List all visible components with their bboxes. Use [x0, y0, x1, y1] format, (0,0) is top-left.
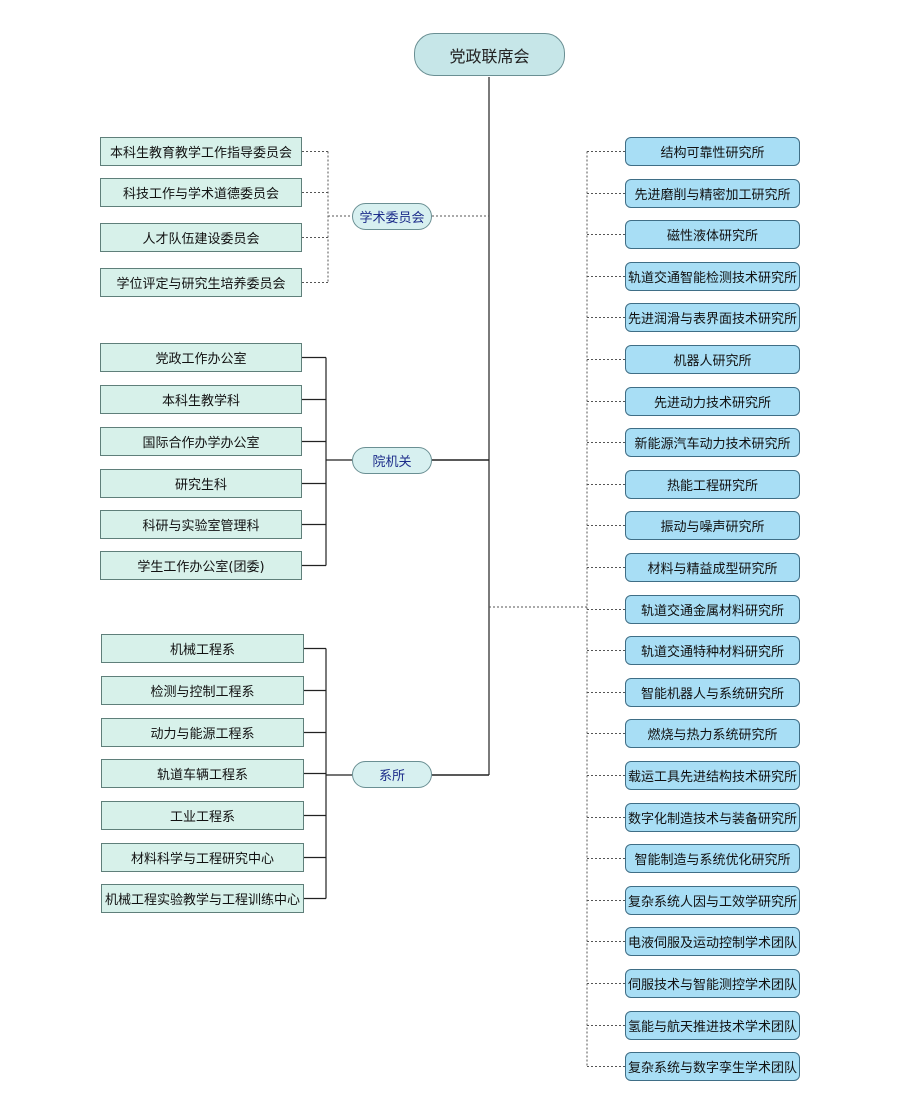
office-box-label: 学生工作办公室(团委) — [137, 560, 265, 575]
institute-box-16: 载运工具先进结构技术研究所 — [625, 761, 800, 790]
institute-box-label: 轨道交通特种材料研究所 — [640, 645, 784, 660]
department-box-label: 机械工程系 — [169, 643, 235, 658]
institute-box-label: 数字化制造技术与装备研究所 — [627, 812, 797, 827]
institute-box-label: 先进润滑与表界面技术研究所 — [627, 312, 797, 327]
department-box-label: 工业工程系 — [169, 810, 235, 825]
department-box-label: 动力与能源工程系 — [150, 727, 255, 742]
institute-box-9: 热能工程研究所 — [625, 470, 800, 499]
office-box-label: 科研与实验室管理科 — [142, 519, 260, 534]
department-box-4: 轨道车辆工程系 — [101, 759, 304, 788]
institute-box-14: 智能机器人与系统研究所 — [625, 678, 800, 707]
institute-box-label: 振动与噪声研究所 — [660, 520, 765, 535]
department-box-3: 动力与能源工程系 — [101, 718, 304, 747]
institute-box-label: 先进磨削与精密加工研究所 — [634, 188, 791, 203]
committee-box-3: 人才队伍建设委员会 — [100, 223, 302, 252]
hub-admin-label: 院机关 — [372, 455, 412, 470]
institute-box-12: 轨道交通金属材料研究所 — [625, 595, 800, 624]
committee-box-label: 学位评定与研究生培养委员会 — [116, 277, 286, 292]
institute-box-label: 载运工具先进结构技术研究所 — [627, 770, 797, 785]
hub-dept-label: 系所 — [378, 769, 405, 784]
office-box-3: 国际合作办学办公室 — [100, 427, 302, 456]
root-node-joint-meeting: 党政联席会 — [414, 33, 565, 76]
hub-departments: 系所 — [352, 761, 432, 788]
department-box-6: 材料科学与工程研究中心 — [101, 843, 304, 872]
office-box-1: 党政工作办公室 — [100, 343, 302, 372]
office-box-5: 科研与实验室管理科 — [100, 510, 302, 539]
committee-box-4: 学位评定与研究生培养委员会 — [100, 268, 302, 297]
hub-academic-committee: 学术委员会 — [352, 203, 432, 230]
office-box-label: 研究生科 — [174, 478, 227, 493]
institute-box-label: 先进动力技术研究所 — [653, 396, 771, 411]
institute-box-label: 结构可靠性研究所 — [660, 146, 765, 161]
office-box-label: 党政工作办公室 — [155, 352, 247, 367]
institute-box-label: 氢能与航天推进技术学术团队 — [627, 1020, 797, 1035]
institute-box-19: 复杂系统人因与工效学研究所 — [625, 886, 800, 915]
institute-box-17: 数字化制造技术与装备研究所 — [625, 803, 800, 832]
institute-box-6: 机器人研究所 — [625, 345, 800, 374]
committee-box-label: 本科生教育教学工作指导委员会 — [109, 146, 292, 161]
institute-box-label: 轨道交通金属材料研究所 — [640, 604, 784, 619]
institute-box-label: 磁性液体研究所 — [666, 229, 758, 244]
department-box-7: 机械工程实验教学与工程训练中心 — [101, 884, 304, 913]
institute-box-label: 机器人研究所 — [673, 354, 752, 369]
institute-box-label: 复杂系统人因与工效学研究所 — [627, 895, 797, 910]
institute-box-8: 新能源汽车动力技术研究所 — [625, 428, 800, 457]
institute-box-18: 智能制造与系统优化研究所 — [625, 844, 800, 873]
institute-box-label: 伺服技术与智能测控学术团队 — [627, 978, 797, 993]
institute-box-23: 复杂系统与数字孪生学术团队 — [625, 1052, 800, 1081]
office-box-label: 国际合作办学办公室 — [142, 436, 260, 451]
institute-box-15: 燃烧与热力系统研究所 — [625, 719, 800, 748]
institute-box-10: 振动与噪声研究所 — [625, 511, 800, 540]
institute-box-1: 结构可靠性研究所 — [625, 137, 800, 166]
institute-box-label: 电液伺服及运动控制学术团队 — [627, 936, 797, 951]
institute-box-22: 氢能与航天推进技术学术团队 — [625, 1011, 800, 1040]
institute-box-label: 热能工程研究所 — [666, 479, 758, 494]
department-box-label: 材料科学与工程研究中心 — [130, 852, 274, 867]
institute-box-13: 轨道交通特种材料研究所 — [625, 636, 800, 665]
office-box-label: 本科生教学科 — [161, 394, 240, 409]
institute-box-label: 新能源汽车动力技术研究所 — [634, 437, 791, 452]
department-box-label: 轨道车辆工程系 — [156, 768, 248, 783]
institute-box-7: 先进动力技术研究所 — [625, 387, 800, 416]
institute-box-2: 先进磨削与精密加工研究所 — [625, 179, 800, 208]
hub-academic-label: 学术委员会 — [359, 211, 425, 226]
hub-college-office: 院机关 — [352, 447, 432, 474]
institute-box-label: 智能制造与系统优化研究所 — [634, 853, 791, 868]
office-box-4: 研究生科 — [100, 469, 302, 498]
committee-box-1: 本科生教育教学工作指导委员会 — [100, 137, 302, 166]
institute-box-20: 电液伺服及运动控制学术团队 — [625, 927, 800, 956]
department-box-1: 机械工程系 — [101, 634, 304, 663]
institute-box-21: 伺服技术与智能测控学术团队 — [625, 969, 800, 998]
institute-box-label: 轨道交通智能检测技术研究所 — [627, 271, 797, 286]
root-label: 党政联席会 — [449, 46, 530, 66]
institute-box-label: 材料与精益成型研究所 — [647, 562, 778, 577]
institute-box-11: 材料与精益成型研究所 — [625, 553, 800, 582]
committee-box-label: 科技工作与学术道德委员会 — [122, 187, 279, 202]
department-box-5: 工业工程系 — [101, 801, 304, 830]
institute-box-4: 轨道交通智能检测技术研究所 — [625, 262, 800, 291]
institute-box-label: 智能机器人与系统研究所 — [640, 687, 784, 702]
institute-box-5: 先进润滑与表界面技术研究所 — [625, 303, 800, 332]
committee-box-label: 人才队伍建设委员会 — [142, 232, 260, 247]
institute-box-label: 复杂系统与数字孪生学术团队 — [627, 1061, 797, 1076]
institute-box-label: 燃烧与热力系统研究所 — [647, 728, 778, 743]
department-box-label: 检测与控制工程系 — [150, 685, 255, 700]
committee-box-2: 科技工作与学术道德委员会 — [100, 178, 302, 207]
office-box-6: 学生工作办公室(团委) — [100, 551, 302, 580]
department-box-2: 检测与控制工程系 — [101, 676, 304, 705]
office-box-2: 本科生教学科 — [100, 385, 302, 414]
institute-box-3: 磁性液体研究所 — [625, 220, 800, 249]
department-box-label: 机械工程实验教学与工程训练中心 — [104, 893, 300, 908]
